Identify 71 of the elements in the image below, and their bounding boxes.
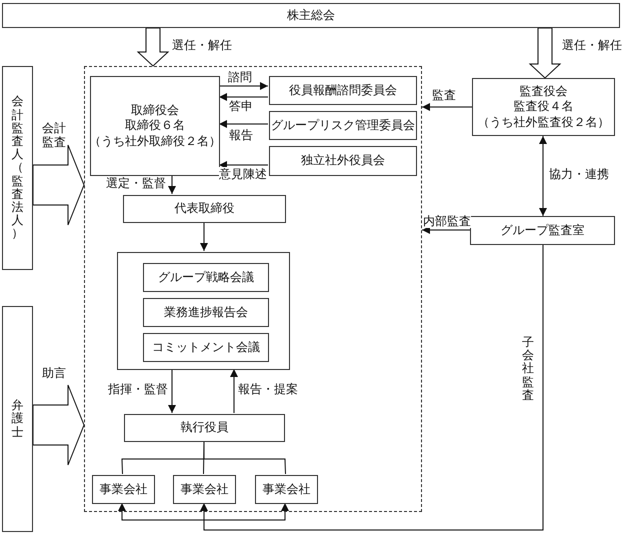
node-label: グループリスク管理委員会 (271, 118, 415, 134)
node-label: 監査役会 (520, 84, 568, 100)
arrow (218, 82, 268, 90)
arrow (422, 103, 472, 111)
edge-label: 選任・解任 (562, 38, 622, 52)
edge-label: 諮問 (228, 70, 252, 84)
arrow (218, 161, 268, 169)
node-label: 事業会社 (262, 482, 310, 498)
node-label: 取締役６名 (125, 118, 185, 134)
process-box (2, 3, 620, 28)
node-label: 株主総会 (287, 8, 335, 24)
block-arrow (136, 28, 170, 67)
edge-label: 報告 (229, 128, 253, 142)
block-arrow (528, 28, 562, 79)
process-box (92, 475, 155, 504)
node-label: 業務進捗報告会 (164, 304, 248, 320)
node-label: （うち社外監査役２名） (478, 114, 610, 130)
block-arrow (32, 144, 85, 226)
process-box (470, 216, 615, 245)
arrow (168, 368, 176, 414)
edge-label: 助言 (42, 366, 66, 380)
edge-label: 指揮・監督 (108, 382, 168, 396)
process-box (2, 66, 33, 270)
process-box (143, 298, 269, 327)
process-box (90, 76, 220, 176)
arrow (218, 93, 268, 101)
process-box (269, 146, 417, 176)
node-label: 代表取締役 (174, 201, 234, 217)
node-label: （うち社外取締役２名） (89, 134, 221, 150)
block-arrow (32, 384, 85, 466)
edge-label: 監査 (432, 88, 456, 102)
process-box (472, 78, 615, 136)
node-label: 事業会社 (180, 482, 228, 498)
node-label: グループ戦略会議 (158, 270, 254, 286)
edge-label: 選任・解任 (172, 38, 232, 52)
edge-label: 協力・連携 (549, 167, 609, 182)
node-label: 会計監査人（監査法人） (12, 95, 24, 241)
arrow (218, 120, 268, 128)
node-label: コミットメント会議 (152, 340, 260, 356)
edge-label: 答申 (229, 99, 253, 114)
arrow (539, 136, 547, 216)
node-label: 独立社外役員会 (301, 153, 385, 169)
process-box (143, 263, 269, 292)
edge-label: 選定・監督 (106, 176, 166, 190)
process-box (2, 306, 33, 532)
arrow (230, 368, 238, 414)
process-box (123, 195, 286, 223)
arrow (422, 226, 470, 234)
arrow (200, 222, 208, 252)
edge-label: 会計監査 (42, 122, 66, 150)
node-label: グループ監査室 (500, 222, 584, 238)
process-box (124, 414, 285, 442)
process-box (173, 475, 236, 504)
node-label: 弁護士 (12, 399, 24, 439)
node-label: 取締役会 (131, 102, 179, 118)
connector-line (204, 440, 286, 474)
process-box (269, 111, 417, 140)
process-box (255, 475, 318, 504)
process-box (143, 333, 269, 362)
node-label: 執行役員 (180, 420, 228, 436)
arrow (168, 174, 176, 194)
group-frame (117, 252, 290, 370)
edge-label: 報告・提案 (238, 382, 298, 396)
dashed-group-frame (84, 66, 422, 512)
edge-label: 子会社監査 (522, 336, 534, 402)
node-label: 事業会社 (100, 482, 148, 498)
node-label: 役員報酬諮問委員会 (289, 82, 397, 98)
edge-label: 意見陳述 (219, 167, 267, 182)
edge-label: 内部監査 (423, 214, 471, 228)
process-box (269, 76, 417, 105)
node-label: 監査役４名 (514, 99, 574, 115)
